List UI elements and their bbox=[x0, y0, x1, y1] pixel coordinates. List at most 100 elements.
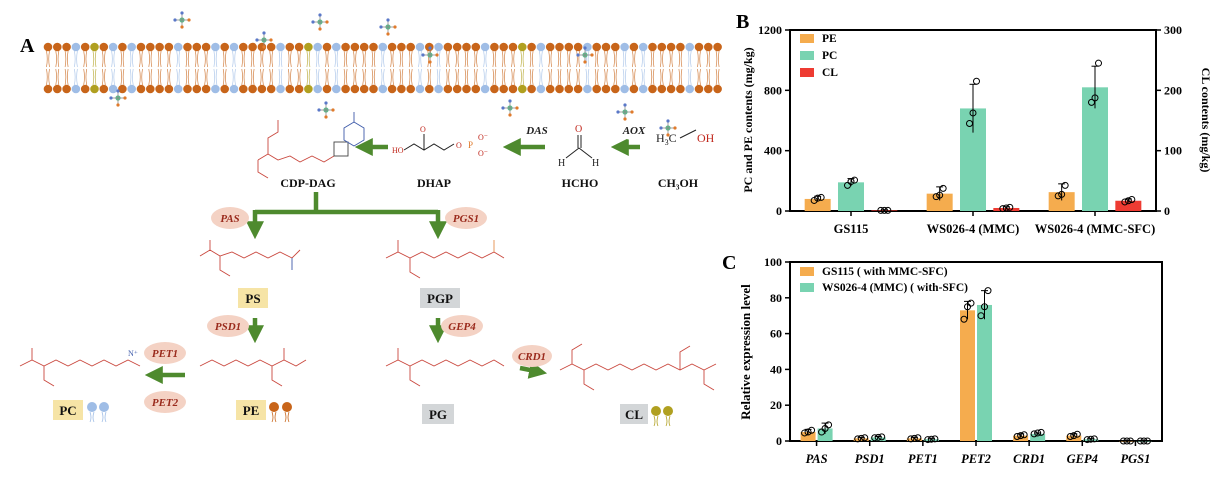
data-point bbox=[810, 196, 818, 204]
data-point bbox=[969, 109, 977, 117]
metabolite-dhap: DHAP bbox=[417, 176, 451, 190]
enzyme-aox: AOX bbox=[617, 120, 651, 140]
pe-lipid-icon bbox=[269, 402, 292, 423]
data-point bbox=[1143, 437, 1151, 445]
data-point bbox=[1070, 432, 1078, 440]
svg-text:PC: PC bbox=[59, 403, 76, 418]
data-point bbox=[936, 191, 944, 199]
bar-ws026-4-mmc-with-sfc--4 bbox=[1030, 433, 1046, 441]
data-point bbox=[884, 206, 892, 214]
data-point bbox=[939, 184, 947, 192]
bar-ws026-4-mmc-with-sfc--1 bbox=[870, 437, 886, 441]
data-point bbox=[880, 206, 888, 214]
data-point bbox=[973, 77, 980, 85]
pc-lipid-icon bbox=[87, 402, 109, 423]
structure-pgp bbox=[385, 240, 505, 279]
svg-text:O: O bbox=[420, 125, 426, 134]
svg-text:H: H bbox=[592, 158, 599, 169]
svg-text:O⁻: O⁻ bbox=[478, 133, 488, 142]
data-point bbox=[932, 193, 940, 201]
xtick-label: WS026-4 (MMC-SFC) bbox=[1035, 222, 1155, 236]
data-point bbox=[825, 421, 833, 429]
chart-b-bars bbox=[804, 59, 1142, 214]
bar-gs115-with-mmc-sfc--6 bbox=[1119, 441, 1135, 442]
data-point bbox=[1054, 192, 1062, 200]
data-point bbox=[857, 434, 865, 442]
data-point bbox=[814, 194, 822, 202]
data-point bbox=[854, 435, 862, 443]
ytick-right-label: 100 bbox=[1164, 144, 1182, 158]
ytick-label: 100 bbox=[764, 255, 782, 269]
enzyme-pgs1: PGS1 bbox=[445, 207, 487, 229]
structure-ps bbox=[199, 240, 301, 277]
panel-a: A AOX DAS PAS bbox=[19, 10, 722, 427]
metabolite-pgp-box: PGP bbox=[420, 288, 460, 308]
svg-text:AOX: AOX bbox=[622, 125, 646, 137]
svg-text:H: H bbox=[558, 158, 565, 169]
metabolite-pg-box: PG bbox=[422, 404, 454, 424]
enzyme-pet1: PET1 bbox=[144, 342, 186, 364]
structure-dhap: HO O O P O⁻ O⁻ bbox=[392, 125, 488, 158]
enzyme-crd1: CRD1 bbox=[512, 345, 552, 367]
bar-cl-2 bbox=[1115, 200, 1142, 211]
data-point bbox=[861, 434, 869, 442]
metabolite-cdp-dag: CDP-DAG bbox=[280, 176, 335, 190]
panel-label-a: A bbox=[20, 35, 35, 57]
svg-text:H3C: H3C bbox=[656, 131, 677, 147]
structure-pe bbox=[199, 348, 307, 387]
pathway-arrows bbox=[144, 138, 640, 384]
svg-text:DAS: DAS bbox=[525, 125, 547, 137]
legend-label: WS026-4 (MMC) ( with-SFC) bbox=[822, 282, 968, 294]
xtick-label: PET2 bbox=[961, 452, 991, 466]
data-point bbox=[1095, 59, 1102, 67]
chart-b-ylabel-right: CL contents (mg/kg) bbox=[1199, 68, 1213, 173]
ytick-label: 60 bbox=[770, 327, 782, 341]
legend-label: PE bbox=[822, 33, 837, 45]
structure-cl bbox=[559, 343, 717, 391]
data-point bbox=[844, 181, 851, 189]
panel-label-c: C bbox=[722, 252, 736, 274]
svg-text:O⁻: O⁻ bbox=[478, 149, 488, 158]
svg-text:GEP4: GEP4 bbox=[448, 321, 476, 333]
data-point bbox=[817, 193, 825, 201]
metabolite-ps-box: PS bbox=[238, 288, 268, 308]
data-point bbox=[1013, 433, 1021, 441]
ytick-label: 80 bbox=[770, 291, 782, 305]
svg-text:HO: HO bbox=[392, 146, 404, 155]
svg-text:N⁺: N⁺ bbox=[128, 349, 138, 358]
data-point bbox=[1088, 98, 1095, 106]
structure-formaldehyde: O H H bbox=[558, 124, 599, 169]
data-point bbox=[927, 435, 935, 443]
ytick-label: 400 bbox=[764, 144, 782, 158]
cl-lipid-icon bbox=[651, 406, 673, 427]
enzyme-pet2: PET2 bbox=[144, 391, 186, 413]
xtick-label: PAS bbox=[806, 452, 828, 466]
data-point bbox=[1091, 94, 1099, 102]
enzyme-psd1: PSD1 bbox=[207, 315, 249, 337]
bar-gs115-with-mmc-sfc--3 bbox=[960, 310, 975, 441]
data-point bbox=[1136, 437, 1144, 445]
bar-ws026-4-mmc-with-sfc--5 bbox=[1083, 439, 1099, 441]
ytick-label: 800 bbox=[764, 83, 782, 97]
bar-ws026-4-mmc-with-sfc--6 bbox=[1136, 441, 1152, 442]
lipid-bilayer-membrane bbox=[43, 42, 722, 94]
data-point bbox=[931, 435, 939, 443]
data-point bbox=[1020, 431, 1028, 439]
legend-swatch bbox=[800, 283, 814, 292]
ytick-right-label: 300 bbox=[1164, 23, 1182, 37]
data-point bbox=[910, 434, 918, 442]
data-point bbox=[984, 287, 992, 295]
data-point bbox=[964, 303, 971, 311]
data-point bbox=[1073, 430, 1081, 438]
legend-swatch bbox=[800, 51, 814, 60]
metabolite-hcho: HCHO bbox=[562, 176, 599, 190]
data-point bbox=[1030, 430, 1038, 438]
data-point bbox=[1121, 198, 1129, 206]
xtick-label: CRD1 bbox=[1013, 452, 1045, 466]
enzyme-gep4: GEP4 bbox=[441, 315, 483, 337]
data-point bbox=[1090, 435, 1098, 443]
